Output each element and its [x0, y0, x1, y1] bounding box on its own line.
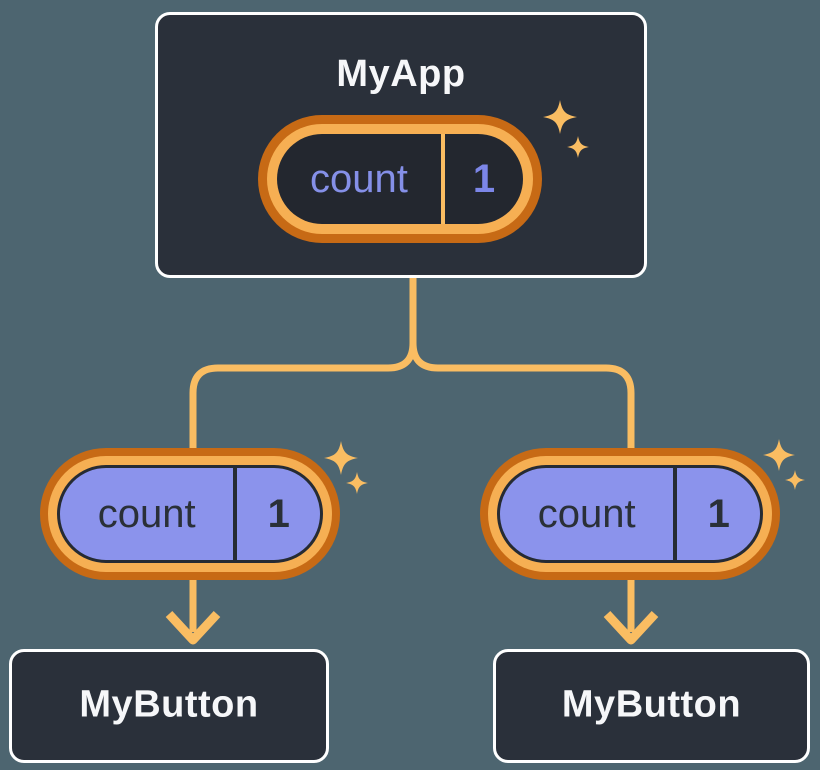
pill-divider — [440, 134, 445, 224]
root-component-card: MyApp count 1 — [155, 12, 647, 278]
state-value-label: 1 — [472, 156, 496, 201]
pill-core: count 1 — [497, 465, 763, 563]
root-state-pill: count 1 — [258, 115, 542, 243]
sparkle-icon — [324, 441, 368, 494]
state-name-label: count — [310, 156, 408, 201]
state-value-label: 1 — [267, 491, 290, 536]
pill-core: count 1 — [57, 465, 323, 563]
child-component-name: MyButton — [561, 683, 742, 726]
left-child-component-card: MyButton — [9, 649, 329, 763]
sparkle-icon — [543, 100, 589, 158]
pill-divider — [673, 468, 678, 560]
root-component-name: MyApp — [336, 53, 466, 95]
child-component-name: MyButton — [79, 683, 259, 726]
pill-inner-ring: count 1 — [267, 124, 533, 234]
arrow-down-icon — [603, 610, 659, 645]
connector-right-branch — [409, 275, 635, 632]
state-name-label: count — [537, 491, 636, 536]
pill-core: count 1 — [277, 134, 523, 224]
pill-inner-ring: count 1 — [48, 456, 332, 572]
arrow-down-icon — [165, 610, 221, 645]
pill-divider — [233, 468, 238, 560]
sparkle-icon — [763, 439, 805, 490]
state-name-label: count — [97, 491, 196, 536]
right-child-state-pill: count 1 — [480, 448, 780, 580]
pill-inner-ring: count 1 — [488, 456, 772, 572]
right-child-component-card: MyButton — [493, 649, 810, 763]
state-value-label: 1 — [707, 491, 730, 536]
left-child-state-pill: count 1 — [40, 448, 340, 580]
